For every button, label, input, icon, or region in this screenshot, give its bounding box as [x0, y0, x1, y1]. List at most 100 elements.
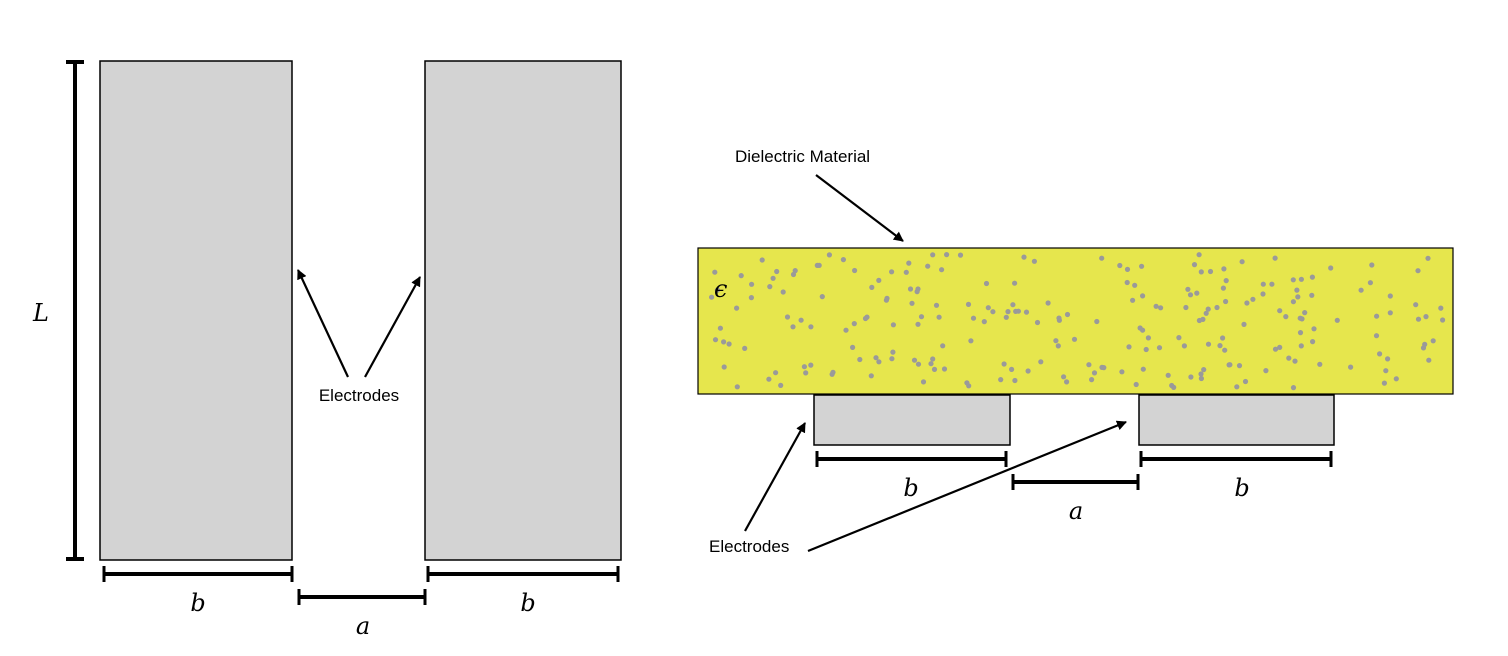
dielectric-particle	[1205, 306, 1211, 312]
dielectric-particle	[1236, 363, 1243, 369]
gap-label: a	[356, 612, 370, 640]
dielectric-particle	[890, 349, 896, 355]
dielectric-particle	[1089, 377, 1095, 383]
dielectric-particle	[1277, 344, 1283, 350]
dielectric-particle	[721, 364, 727, 370]
dielectric-particle	[981, 319, 987, 325]
dielectric-particle	[1309, 274, 1315, 280]
dielectric-particle	[928, 361, 934, 367]
dielectric-particle	[1272, 255, 1278, 261]
dielectric-particle	[920, 379, 927, 385]
dielectric-particle	[1311, 326, 1317, 332]
dielectric-particle	[714, 287, 721, 293]
side-gap-dimension	[1011, 474, 1140, 490]
dielectric-particle	[1348, 364, 1354, 370]
dielectric-particle	[1277, 308, 1283, 314]
dielectric-particle	[792, 268, 798, 274]
side-width-dimension-right	[1139, 451, 1333, 467]
dielectric-particle	[931, 366, 938, 372]
dielectric-particle	[1223, 298, 1229, 305]
dielectric-particle	[1143, 346, 1149, 353]
dielectric-particle	[1425, 255, 1431, 261]
dielectric-particle	[869, 284, 875, 290]
dielectric-particle	[909, 300, 915, 306]
dielectric-particle	[1298, 343, 1304, 349]
dielectric-particle	[1415, 316, 1422, 322]
arrow-to-right-electrode	[364, 276, 421, 378]
dielectric-particle	[1117, 262, 1123, 269]
dielectric-particle	[1217, 343, 1223, 349]
arrow-to-dielectric	[815, 174, 904, 242]
dielectric-particle	[1295, 294, 1301, 300]
dielectric-particle	[1005, 309, 1011, 315]
dielectric-particle	[808, 362, 814, 368]
side-electrode-left	[813, 394, 1011, 446]
dielectric-particle	[1126, 344, 1132, 350]
dielectric-particle	[998, 377, 1004, 383]
dielectric-particle	[1198, 375, 1204, 382]
side-width-label-left: b	[903, 474, 918, 502]
dielectric-particle	[883, 297, 890, 303]
dielectric-particle	[1310, 339, 1316, 345]
dielectric-particle	[1021, 254, 1027, 260]
dielectric-particle	[939, 267, 945, 273]
dielectric-particle	[801, 364, 808, 370]
width-label-left: b	[190, 589, 205, 617]
dielectric-particle	[1012, 280, 1018, 286]
dielectric-particle	[1290, 277, 1296, 283]
dielectric-particle	[738, 273, 744, 279]
dielectric-particle	[1290, 299, 1296, 305]
dielectric-particle	[1294, 287, 1300, 293]
dielectric-particle	[1183, 304, 1189, 311]
dielectric-particle	[1286, 355, 1292, 361]
dielectric-particle	[915, 361, 922, 367]
dielectric-particle	[1185, 286, 1191, 292]
dielectric-particle	[798, 317, 804, 323]
dielectric-particle	[889, 269, 895, 275]
dielectric-particle	[1140, 366, 1146, 372]
dielectric-particle	[940, 343, 946, 349]
dielectric-particle	[1132, 282, 1138, 288]
dielectric-particle	[1269, 281, 1275, 287]
dielectric-particle	[873, 355, 879, 361]
dielectric-particle	[1169, 382, 1175, 389]
dielectric-particle	[1034, 319, 1041, 326]
dielectric-particle	[778, 382, 784, 388]
top-view: L Electrodes b b a	[32, 60, 622, 640]
dielectric-particle	[1263, 368, 1269, 374]
dielectric-particle	[843, 327, 849, 333]
dielectric-particle	[1241, 321, 1247, 327]
dielectric-particle	[1133, 381, 1139, 388]
dielectric-particle	[1292, 358, 1298, 364]
dielectric-particle	[1140, 293, 1146, 299]
dielectric-particle	[1374, 313, 1380, 319]
dielectric-particle	[1317, 361, 1323, 367]
dielectric-particle	[1181, 343, 1187, 349]
dielectric-particle	[1176, 335, 1182, 341]
dielectric-particle	[1124, 279, 1130, 286]
dielectric-particle	[1009, 366, 1015, 372]
dielectric-particle	[734, 305, 740, 311]
arrow-to-left-electrode	[297, 269, 349, 378]
dielectric-particle	[1187, 292, 1194, 298]
dielectric-particle	[850, 344, 856, 350]
dielectric-particle	[1053, 338, 1059, 344]
dielectric-particle	[1220, 285, 1226, 291]
dielectric-particle	[1094, 318, 1100, 325]
side-gap-label: a	[1069, 497, 1083, 525]
dielectric-particle	[840, 257, 847, 263]
dielectric-particle	[903, 269, 909, 275]
dielectric-particle	[1139, 263, 1145, 269]
dielectric-particle	[1091, 370, 1098, 376]
dielectric-particle	[1140, 327, 1146, 333]
dielectric-particle	[965, 301, 972, 307]
dielectric-particle	[1430, 338, 1436, 344]
dielectric-particle	[1010, 302, 1016, 308]
width-dimension-right	[426, 566, 620, 582]
dielectric-particle	[1198, 269, 1204, 275]
dielectric-particle	[970, 315, 977, 321]
dielectric-particle	[1158, 305, 1164, 311]
dielectric-particle	[1003, 314, 1009, 320]
dielectric-particle	[1387, 293, 1393, 299]
